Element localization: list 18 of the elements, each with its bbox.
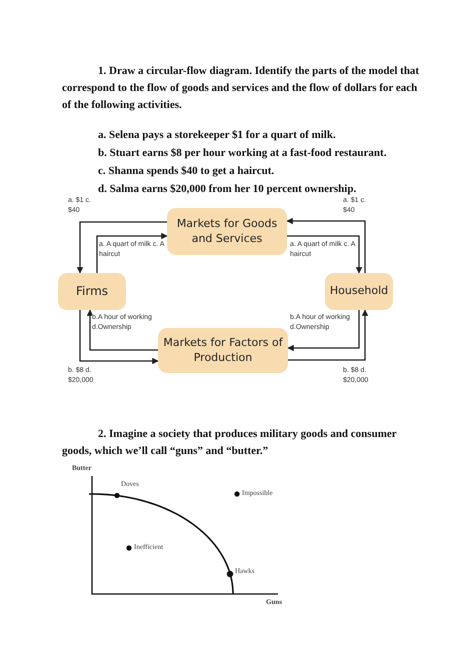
flow-arrow bbox=[76, 221, 167, 274]
flow-arrow bbox=[286, 218, 366, 273]
flow-arrow bbox=[96, 232, 168, 273]
question-text: c. Shanna spends $40 to get a haircut. bbox=[98, 164, 276, 179]
question-text: a. Selena pays a storekeeper $1 for a quart of milk. bbox=[98, 128, 337, 143]
flow-arrow bbox=[86, 309, 158, 351]
flow-arrow bbox=[287, 310, 360, 352]
flow-box: Markets for Goods and Services bbox=[167, 208, 287, 255]
flow-box: Firms bbox=[58, 273, 126, 310]
question-text: 1. Draw a circular-flow diagram. Identify the parts of the model that correspond to the flow of goods and services and the flow of dollars for each of the following activities. bbox=[62, 64, 420, 113]
question-text: 2. Imagine a society that produces military goods and consumer goods, which we’ll call “guns” and “butter.” bbox=[62, 427, 398, 459]
flow-arrow bbox=[287, 235, 362, 274]
flow-arrow bbox=[79, 310, 159, 364]
question-text: d. Salma earns $20,000 from her 10 percent ownership. bbox=[98, 182, 358, 196]
flow-box: Markets for Factors of Production bbox=[158, 328, 288, 373]
flow-arrow bbox=[288, 309, 368, 361]
flow-box: Household bbox=[325, 273, 393, 310]
question-text: b. Stuart earns $8 per hour working at a fast-food restaurant. bbox=[98, 146, 388, 161]
